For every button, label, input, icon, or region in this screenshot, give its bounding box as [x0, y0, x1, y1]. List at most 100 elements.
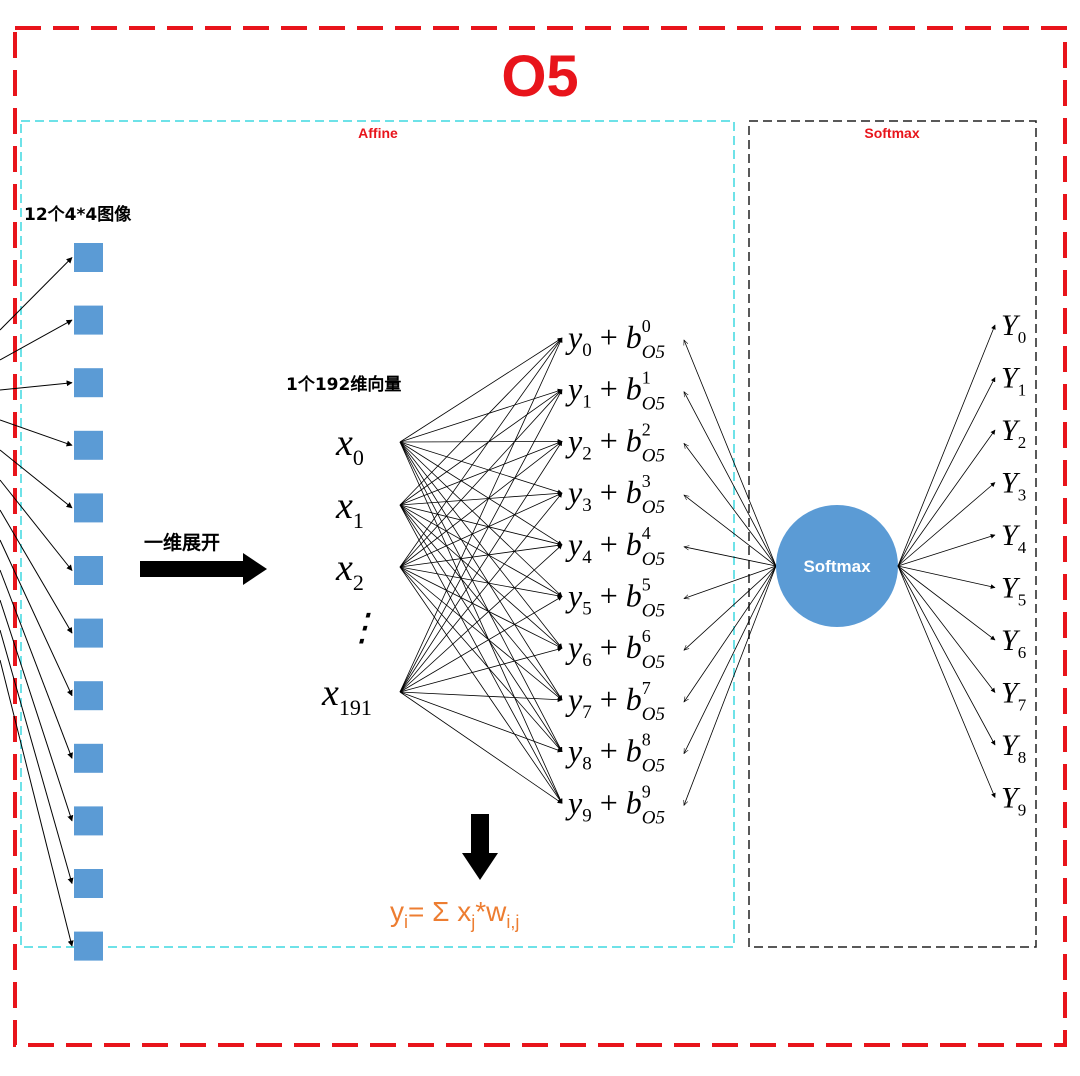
input-image-square: [74, 743, 103, 773]
fc-line: [399, 441, 563, 753]
softmax-output-line: [897, 377, 996, 567]
softmax-node-label: Softmax: [803, 557, 871, 576]
fc-line: [399, 441, 563, 649]
softmax-output-line: [897, 565, 996, 798]
input-line: [0, 659, 74, 947]
vector-item: x1: [335, 485, 364, 533]
fc-line: [399, 441, 563, 804]
input-image-square: [74, 493, 103, 523]
final-output-label: Y7: [1001, 677, 1027, 715]
fc-line: [399, 389, 563, 568]
final-output-label: Y6: [1001, 624, 1026, 662]
fc-line: [399, 566, 563, 599]
fc-line: [399, 647, 563, 693]
input-line: [0, 257, 73, 331]
fc-line: [399, 337, 563, 506]
fc-line: [399, 691, 563, 703]
fc-line: [399, 544, 563, 693]
softmax-output-line: [897, 534, 996, 567]
fc-line: [399, 504, 563, 753]
softmax-input-line: [684, 443, 777, 567]
flatten-arrow: [140, 553, 267, 585]
formula: yi= Σ xj*wi,j: [390, 896, 519, 932]
input-image-square: [74, 869, 103, 898]
softmax-node: [776, 505, 898, 627]
o5-title: O5: [501, 44, 578, 109]
fc-line: [399, 504, 563, 649]
fc-line: [399, 389, 563, 693]
fc-line: [399, 388, 563, 443]
input-line: [0, 599, 74, 822]
vector-item: x0: [335, 422, 364, 470]
softmax-output-line: [897, 565, 996, 693]
fc-line: [399, 440, 563, 693]
softmax-output-line: [897, 565, 996, 746]
fc-line: [399, 566, 563, 649]
input-image-square: [74, 618, 103, 648]
input-image-square: [74, 931, 103, 961]
softmax-output-line: [897, 565, 996, 589]
input-connections: [0, 257, 74, 947]
softmax-output-line: [897, 565, 996, 641]
input-line: [0, 479, 73, 571]
softmax-input-line: [684, 565, 777, 702]
fc-line: [399, 691, 563, 804]
input-line: [0, 380, 73, 391]
fc-line: [399, 543, 563, 568]
input-line: [0, 419, 73, 447]
fc-line: [399, 492, 563, 568]
input-image-square: [74, 305, 103, 335]
softmax-input-line: [684, 565, 777, 805]
softmax-output-line: [897, 324, 996, 567]
fc-line: [399, 492, 563, 693]
input-line: [0, 449, 73, 509]
vector-item: ⋮: [343, 607, 381, 649]
softmax-input-line: [683, 565, 777, 754]
flatten-label: 一维展开: [144, 531, 220, 554]
fc-line: [399, 566, 563, 804]
input-image-square: [74, 430, 103, 460]
input-image-square: [74, 806, 103, 836]
fc-line: [399, 566, 563, 701]
fc-line: [399, 441, 563, 546]
final-output-label: Y1: [1001, 362, 1026, 400]
softmax-input-line: [684, 547, 777, 567]
softmax-input-line: [684, 340, 777, 567]
down-arrow: [462, 814, 498, 880]
softmax-box: [748, 120, 1037, 948]
fc-line: [399, 504, 563, 597]
final-output-label: Y3: [1001, 467, 1026, 505]
input-caption: 12个4*4图像: [24, 204, 132, 225]
fc-line: [399, 337, 563, 693]
input-line: [0, 629, 74, 885]
fc-line: [399, 440, 563, 506]
final-output-label: Y4: [1001, 519, 1027, 557]
softmax-connections: [683, 340, 777, 805]
input-line: [0, 569, 73, 759]
fc-line: [399, 441, 563, 597]
softmax-input-line: [684, 495, 777, 567]
softmax-input-line: [683, 392, 777, 567]
fc-line: [399, 441, 563, 568]
vector-item: x191: [321, 672, 372, 720]
input-line: [0, 509, 73, 634]
input-image-square: [74, 681, 103, 711]
input-image-square: [74, 556, 103, 585]
fc-line: [399, 389, 563, 506]
fc-line: [399, 439, 563, 444]
fc-line: [399, 441, 563, 701]
softmax-input-line: [684, 565, 777, 650]
